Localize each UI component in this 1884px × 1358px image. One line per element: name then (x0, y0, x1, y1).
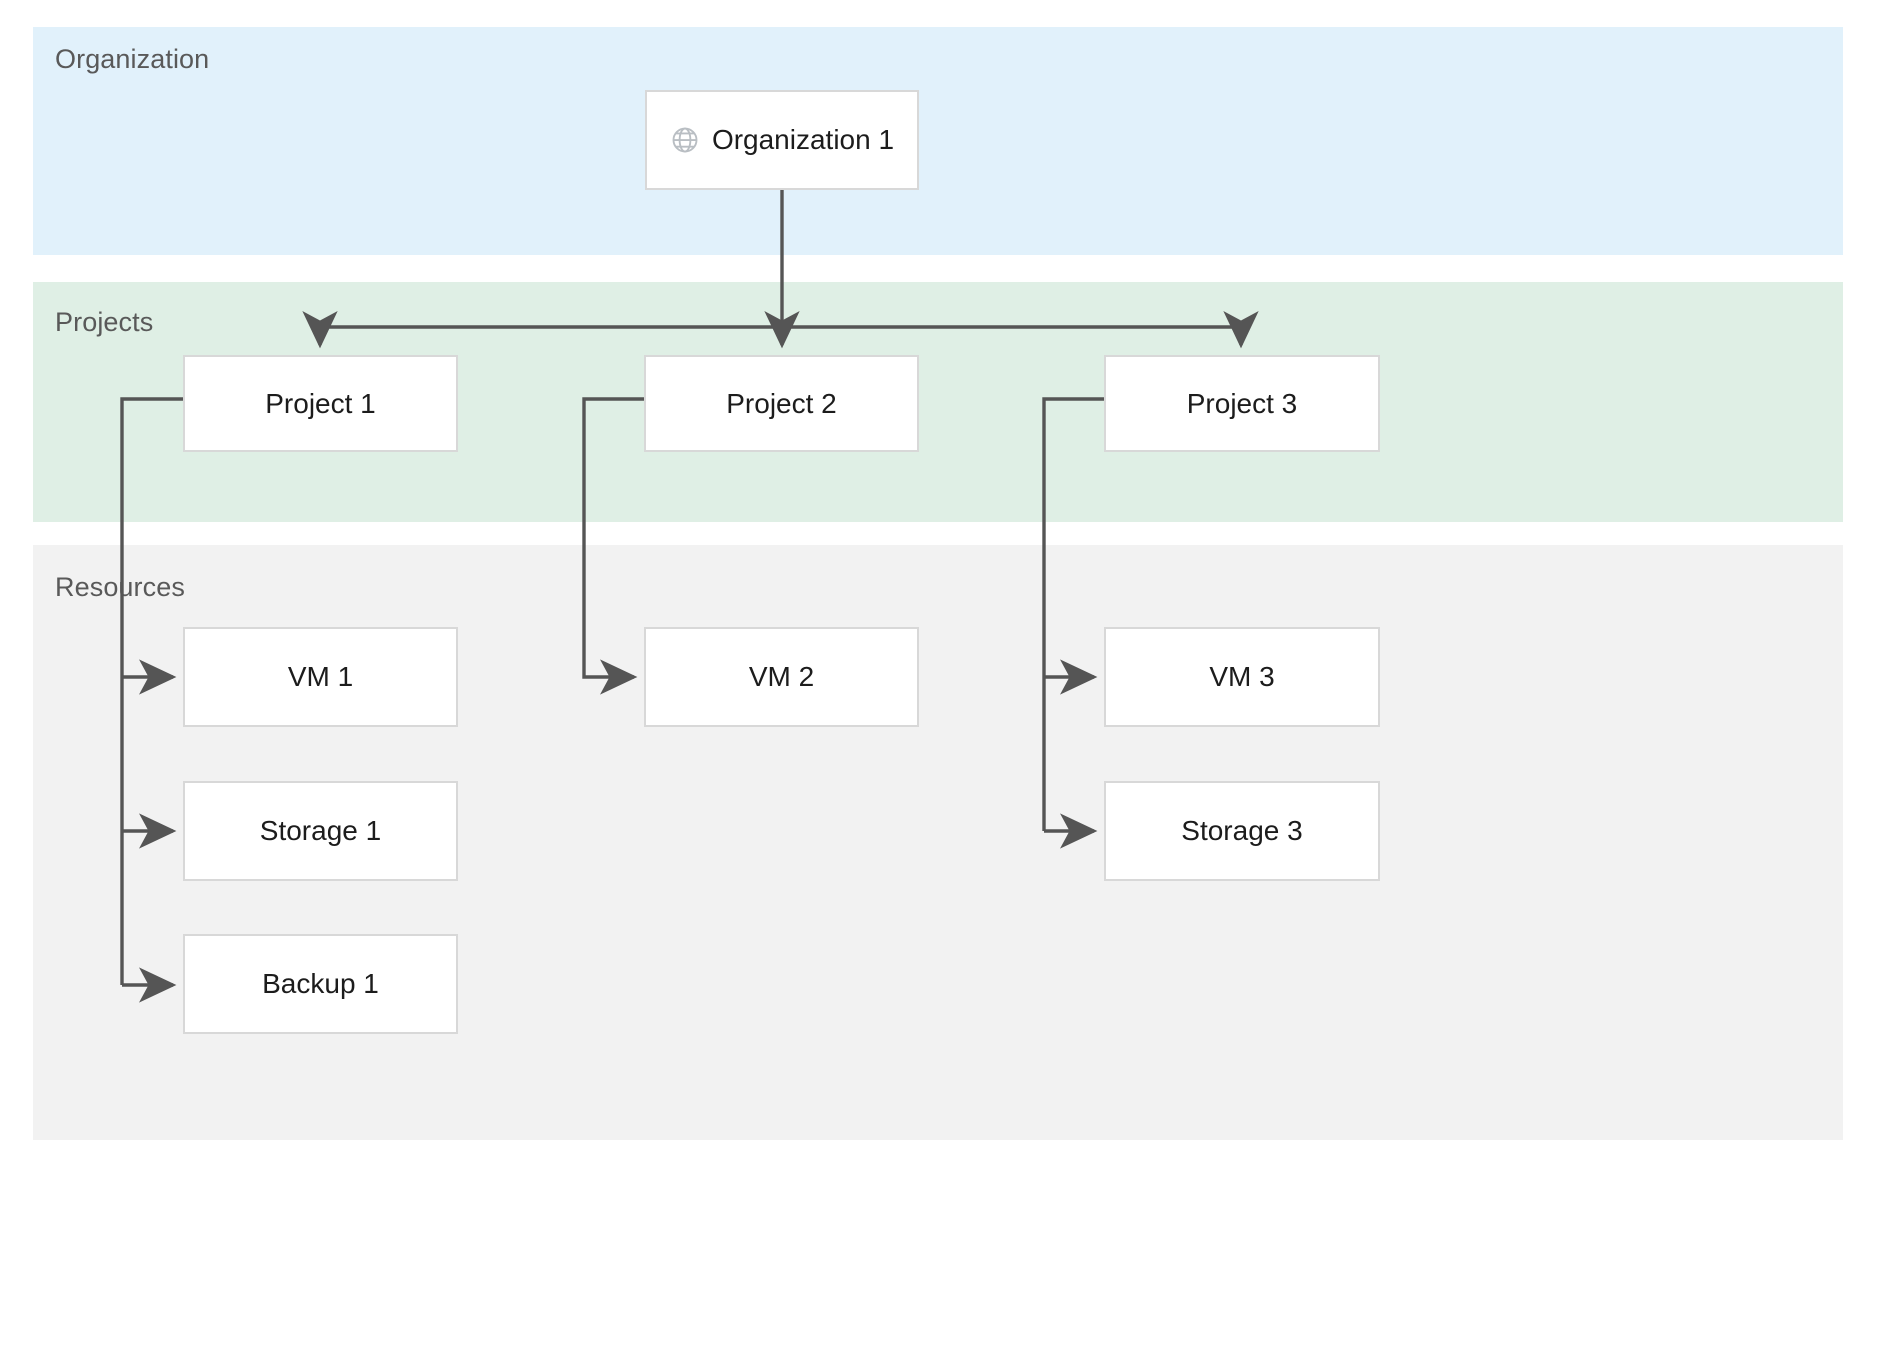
node-project-1[interactable]: Project 1 (183, 355, 458, 452)
node-vm-2[interactable]: VM 2 (644, 627, 919, 727)
node-label: Project 2 (726, 387, 837, 419)
swimlane-label-projects: Projects (55, 307, 154, 337)
node-label: VM 2 (748, 661, 815, 692)
swimlane-label-organization: Organization (55, 44, 210, 74)
node-storage-1[interactable]: Storage 1 (183, 781, 458, 881)
swimlane-label-resources: Resources (55, 572, 185, 602)
node-label: Project 1 (265, 387, 376, 419)
node-label: VM 1 (287, 661, 354, 692)
node-project-2[interactable]: Project 2 (644, 355, 919, 452)
node-vm-3[interactable]: VM 3 (1104, 627, 1380, 727)
node-label: Storage 3 (1181, 815, 1303, 846)
node-label: VM 3 (1209, 661, 1275, 692)
swimlane-organization: Organization (33, 27, 1843, 255)
node-label: Organization 1 (711, 124, 895, 155)
node-label: Storage 1 (259, 815, 382, 846)
node-vm-1[interactable]: VM 1 (183, 627, 458, 727)
node-storage-3[interactable]: Storage 3 (1104, 781, 1380, 881)
node-label: Project 3 (1186, 387, 1298, 419)
node-organization-1[interactable]: Organization 1 (645, 90, 919, 190)
node-project-3[interactable]: Project 3 (1104, 355, 1380, 452)
node-label: Backup 1 (262, 968, 379, 999)
node-backup-1[interactable]: Backup 1 (183, 934, 458, 1034)
globe-icon (672, 127, 698, 153)
